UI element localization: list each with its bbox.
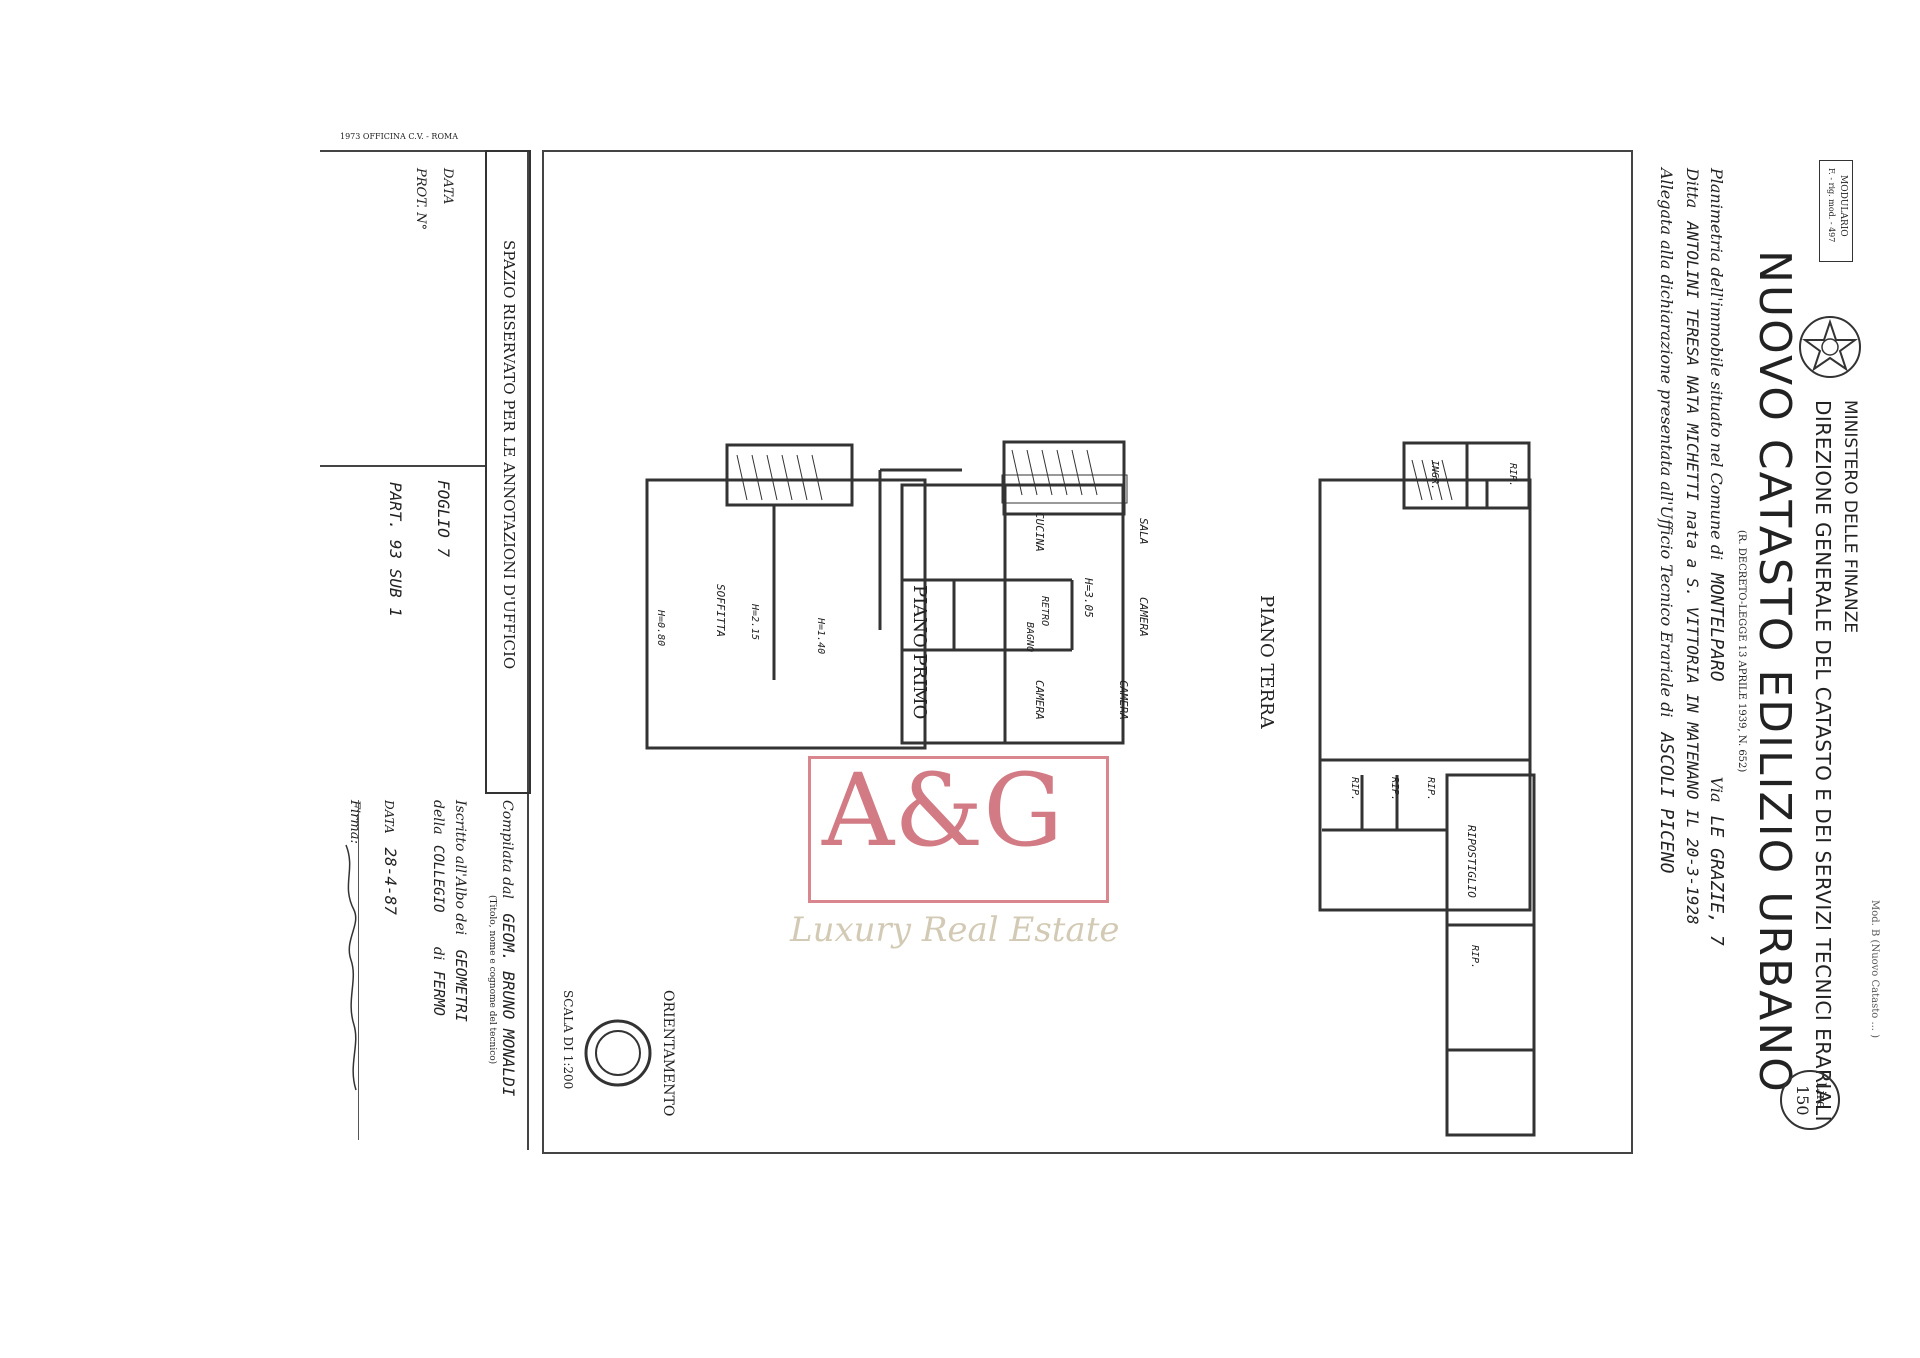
- document-title: NUOVO CATASTO EDILIZIO URBANO: [1749, 250, 1800, 1094]
- di-value: FERMO: [430, 970, 448, 1016]
- soffitta-height-3: H=1.40: [815, 618, 826, 655]
- compilata-note: (Titolo, nome e cognome del tecnico): [487, 895, 497, 1065]
- iscritto-value: GEOMETRI: [452, 949, 470, 1022]
- firma-label: Firma:: [347, 800, 362, 844]
- modulario-box: [1819, 160, 1853, 262]
- room-rip-2: RIP.: [1389, 777, 1400, 802]
- modulario-label: MODULARIO: [1838, 175, 1848, 237]
- room-rip-3: RIP.: [1425, 777, 1436, 802]
- signature: [345, 844, 357, 1091]
- lire-label: Lire: [1813, 1082, 1828, 1109]
- plan-piano-primo: [878, 440, 1128, 745]
- room-rip-1: RIP.: [1349, 777, 1360, 802]
- ministry-name: MINISTERO DELLE FINANZE: [1840, 400, 1860, 634]
- ditta-label: Ditta: [1683, 168, 1702, 209]
- room-bagno: BAGNO: [1024, 622, 1035, 653]
- directorate-name: DIREZIONE GENERALE DEL CATASTO E DEI SER…: [1811, 400, 1835, 1123]
- data-label: DATA: [382, 800, 396, 834]
- compiler-left-line: [358, 800, 359, 1140]
- ditta-value: ANTOLINI TERESA NATA MICHETTI nata a S. …: [1683, 221, 1702, 925]
- floor-plans: [645, 440, 1536, 1137]
- della-value: COLLEGIO: [430, 845, 446, 913]
- modulario-code: F. - rig. mod. - 497: [1827, 168, 1836, 243]
- soffitta-height-2: H=2.15: [749, 604, 760, 641]
- data-value: 28-4-87: [381, 847, 400, 915]
- office-divider: [320, 465, 485, 467]
- primo-height: H=3.05: [1082, 578, 1095, 618]
- office-top-line: [320, 150, 485, 152]
- reserved-box: [485, 150, 531, 794]
- via-label: Via: [1707, 776, 1726, 803]
- della-line: della COLLEGIO di FERMO: [430, 800, 448, 1016]
- top-right-note: Mod. B (Nuovo Catasto ... ): [1869, 900, 1880, 1039]
- room-sala: SALA: [1137, 518, 1150, 545]
- ufficio-label: Allegata alla dichiarazione presentata a…: [1657, 168, 1676, 718]
- reserved-text: SPAZIO RISERVATO PER LE ANNOTAZIONI D'UF…: [500, 240, 518, 670]
- compilata-value: GEOM. BRUNO MONALDI: [499, 913, 518, 1097]
- comune-value: MONTELPARO: [1706, 573, 1727, 682]
- compass-icon: [584, 1019, 652, 1087]
- room-camera-2: CAMERA: [1033, 680, 1046, 720]
- compilata-label: Compilata dal: [499, 800, 515, 899]
- di-label: di: [430, 946, 446, 961]
- drawing-frame: [542, 150, 1633, 1154]
- soffitta-height-1: H=0.80: [655, 610, 666, 647]
- plan-soffitta: [645, 443, 927, 750]
- declaration-line2: Ditta ANTOLINI TERESA NATA MICHETTI nata…: [1683, 168, 1702, 925]
- printer-note: 1973 OFFICINA C.V. - ROMA: [340, 132, 458, 141]
- iscritto-line: Iscritto all'Albo dei GEOMETRI: [452, 800, 470, 1022]
- room-rip-bottom: RIP.: [1469, 945, 1480, 970]
- label-piano-terra: PIANO TERRA: [1256, 595, 1277, 729]
- state-emblem-icon: [1799, 316, 1861, 378]
- office-column-line: [527, 150, 529, 1150]
- watermark-tagline: Luxury Real Estate: [790, 910, 1120, 950]
- compilata-line: Compilata dal GEOM. BRUNO MONALDI: [499, 800, 518, 1096]
- orientamento-label: ORIENTAMENTO: [660, 990, 676, 1117]
- office-foglio: FOGLIO 7: [434, 480, 453, 558]
- ufficio-value: ASCOLI PICENO: [1656, 732, 1677, 874]
- via-value: LE GRAZIE, 7: [1706, 815, 1727, 946]
- lire-stamp: [1780, 1070, 1840, 1130]
- decree-reference: (R. DECRETO-LEGGE 13 APRILE 1939, N. 652…: [1736, 530, 1747, 773]
- room-cucina: CUCINA: [1033, 512, 1046, 552]
- declaration-line3: Allegata alla dichiarazione presentata a…: [1656, 168, 1677, 873]
- room-soffitta: SOFFITTA: [714, 584, 727, 637]
- label-piano-primo: PIANO PRIMO: [909, 585, 930, 720]
- data-line: DATA 28-4-87: [381, 800, 400, 915]
- office-prot-label: PROT. N°: [413, 168, 428, 231]
- della-label: della: [430, 800, 446, 835]
- room-camera-3: CAMERA: [1117, 680, 1130, 720]
- declaration-line1: Planimetria dell'immobile situato nel Co…: [1706, 168, 1727, 946]
- room-camera-1: CAMERA: [1137, 597, 1150, 637]
- room-retro: RETRO: [1039, 596, 1050, 627]
- office-particella: PART. 93 SUB 1: [386, 482, 405, 617]
- iscritto-label: Iscritto all'Albo dei: [452, 800, 468, 936]
- plan-piano-terra: [1318, 441, 1536, 1137]
- office-data-label: DATA: [440, 168, 455, 205]
- room-ripostiglio: RIPOSTIGLIO: [1465, 825, 1478, 898]
- room-rip-top: RIP.: [1507, 463, 1518, 488]
- room-ingr: INGR.: [1429, 460, 1440, 491]
- watermark-frame: [808, 756, 1109, 903]
- scale-label-text: SCALA DI 1:200: [561, 990, 575, 1090]
- lire-value: 150: [1793, 1085, 1812, 1116]
- comune-label: Planimetria dell'immobile situato nel Co…: [1707, 168, 1726, 561]
- watermark-brand: A&G: [822, 752, 1064, 869]
